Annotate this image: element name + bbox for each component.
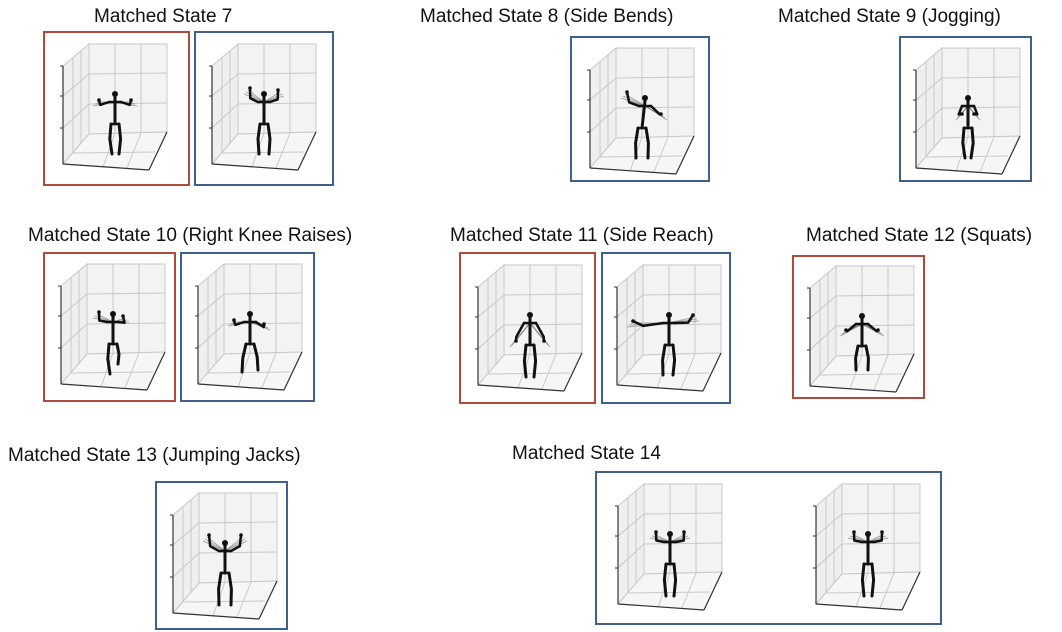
skeleton-figure — [620, 90, 668, 160]
skeleton-figure — [202, 533, 248, 607]
state-7-plot-2 — [198, 36, 322, 176]
state-10-plot-2 — [184, 256, 308, 396]
state-10-plot-1 — [47, 256, 171, 396]
state-14-label: Matched State 14 — [512, 443, 661, 464]
axes-3d — [475, 263, 583, 392]
skeleton-figure — [626, 312, 700, 377]
state-8-label: Matched State 8 (Side Bends) — [420, 6, 674, 27]
axes-3d — [60, 42, 168, 171]
state-7-plot-1 — [49, 36, 173, 176]
skeleton-figure — [847, 530, 889, 598]
state-9-plot — [902, 40, 1026, 180]
axes-3d — [813, 482, 921, 611]
state-11-plot-1 — [464, 257, 588, 397]
axes-3d — [614, 263, 722, 392]
skeleton-figure — [243, 86, 285, 156]
axes-3d — [615, 482, 723, 611]
skeleton-figure — [227, 311, 271, 374]
axes-3d — [195, 262, 303, 391]
skeleton-figure — [92, 91, 138, 156]
skeleton-figure — [955, 95, 981, 160]
state-11-plot-2 — [603, 257, 727, 397]
state-7-label: Matched State 7 — [94, 6, 233, 27]
skeleton-figure — [839, 313, 885, 372]
skeleton-figure — [92, 310, 129, 376]
state-10-label: Matched State 10 (Right Knee Raises) — [28, 225, 353, 246]
axes-3d — [587, 46, 695, 175]
state-13-plot — [159, 485, 283, 625]
state-14-plot-1 — [604, 476, 728, 616]
skeleton-figure — [649, 530, 691, 598]
state-14-plot-2 — [802, 476, 926, 616]
state-12-label: Matched State 12 (Squats) — [806, 225, 1033, 246]
skeleton-figure — [509, 312, 551, 379]
state-11-label: Matched State 11 (Side Reach) — [450, 225, 714, 246]
state-8-plot — [576, 40, 700, 180]
axes-3d — [58, 262, 166, 391]
axes-3d — [170, 491, 278, 620]
axes-3d — [807, 264, 915, 393]
state-9-label: Matched State 9 (Jogging) — [778, 6, 1001, 27]
state-13-label: Matched State 13 (Jumping Jacks) — [8, 445, 301, 466]
state-12-plot — [796, 258, 920, 398]
